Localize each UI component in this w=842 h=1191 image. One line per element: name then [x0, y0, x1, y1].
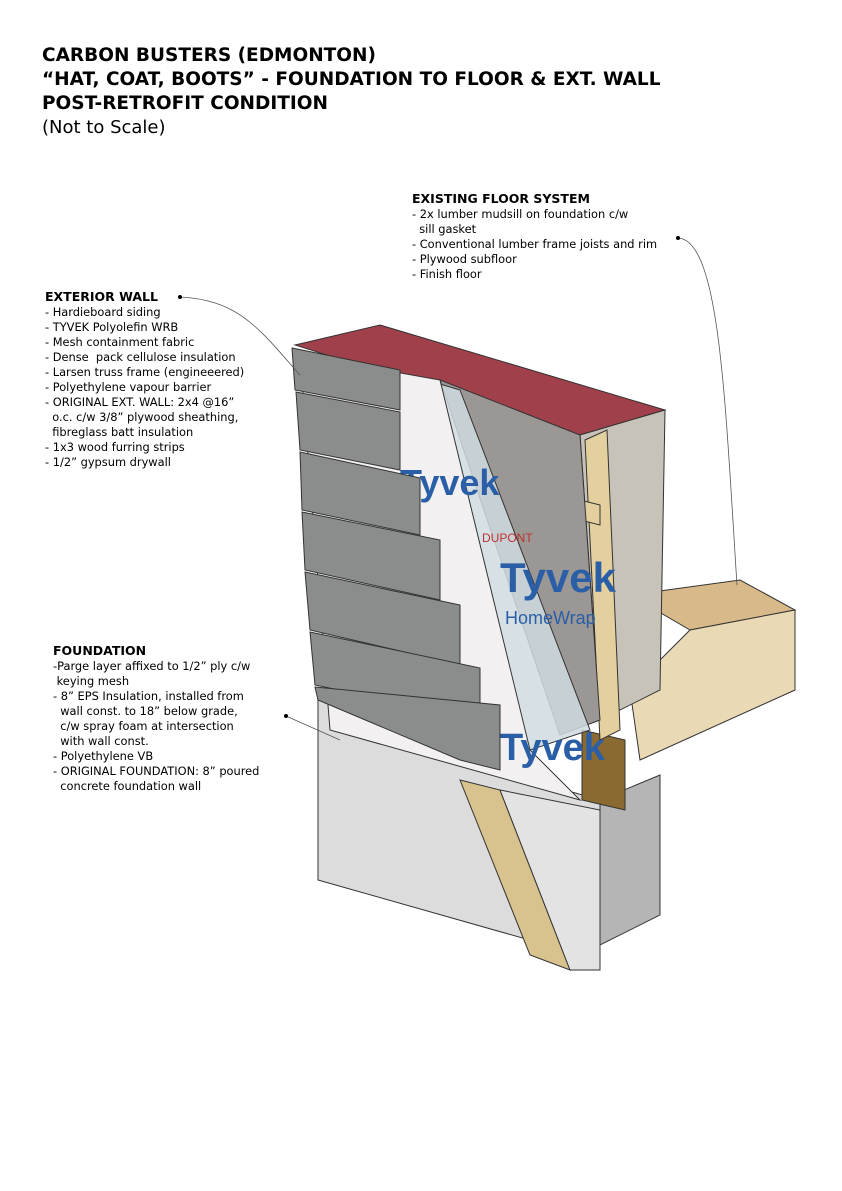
exterior-wall-item: - Dense pack cellulose insulation: [45, 350, 236, 364]
dupont-logo: DUPONT: [482, 531, 533, 545]
foundation-concrete-side: [599, 774, 661, 946]
foundation-item: - Polyethylene VB: [53, 749, 154, 763]
title-line-1: CARBON BUSTERS (EDMONTON): [42, 45, 376, 66]
foundation-item: - ORIGINAL FOUNDATION: 8” poured concret…: [53, 764, 260, 793]
rim-joist: [629, 609, 796, 761]
foundation-parge-layer: [499, 789, 601, 971]
tyvek-logo-lower: Tyvek: [500, 727, 606, 769]
foundation-item: - 8” EPS Insulation, installed from wall…: [53, 689, 244, 748]
exterior-wall-item: - 1/2” gypsum drywall: [45, 455, 171, 469]
leader-dot: [178, 295, 182, 299]
leader-dot: [676, 236, 680, 240]
mudsill: [581, 729, 626, 811]
drawing-title: CARBON BUSTERS (EDMONTON) “HAT, COAT, BOO…: [42, 44, 661, 140]
exterior-wall-item: - TYVEK Polyolefin WRB: [45, 320, 179, 334]
floor-system-item: - Conventional lumber frame joists and r…: [412, 237, 658, 251]
exterior-wall-callout: EXTERIOR WALL- Hardieboard siding- TYVEK…: [45, 289, 244, 470]
exterior-wall-item: - 1x3 wood furring strips: [45, 440, 185, 454]
exterior-wall-heading: EXTERIOR WALL: [45, 289, 158, 304]
hardieboard-siding: [291, 347, 501, 771]
exterior-wall-item: - Mesh containment fabric: [45, 335, 195, 349]
title-line-2: “HAT, COAT, BOOTS” - FOUNDATION TO FLOOR…: [42, 69, 661, 90]
floor-system-item: - Plywood subfloor: [412, 252, 517, 266]
exterior-wall-item: - ORIGINAL EXT. WALL: 2x4 @16” o.c. c/w …: [45, 395, 239, 439]
tyvek-logo: Tyvek: [500, 554, 617, 601]
homewrap-logo: HomeWrap: [505, 608, 596, 628]
foundation-callout: FOUNDATION-Parge layer affixed to 1/2” p…: [53, 643, 259, 794]
leader-floor-system: [677, 237, 738, 586]
title-subtitle: (Not to Scale): [42, 117, 166, 138]
floor-system-item: - 2x lumber mudsill on foundation c/w si…: [412, 207, 629, 236]
floor-system-heading: EXISTING FLOOR SYSTEM: [412, 191, 590, 206]
exterior-wall-item: - Polyethylene vapour barrier: [45, 380, 212, 394]
leader-foundation: [285, 715, 341, 741]
foundation-heading: FOUNDATION: [53, 643, 147, 658]
exterior-wall-item: - Hardieboard siding: [45, 305, 161, 319]
foundation-item: -Parge layer affixed to 1/2” ply c/w key…: [53, 659, 251, 688]
floor-system-item: - Finish floor: [412, 267, 482, 281]
leader-dot: [284, 714, 288, 718]
title-line-3: POST-RETROFIT CONDITION: [42, 93, 328, 114]
floor-system-callout: EXISTING FLOOR SYSTEM- 2x lumber mudsill…: [412, 191, 657, 282]
exterior-wall-item: - Larsen truss frame (engineeered): [45, 365, 245, 379]
leader-exterior-wall: [179, 296, 301, 376]
